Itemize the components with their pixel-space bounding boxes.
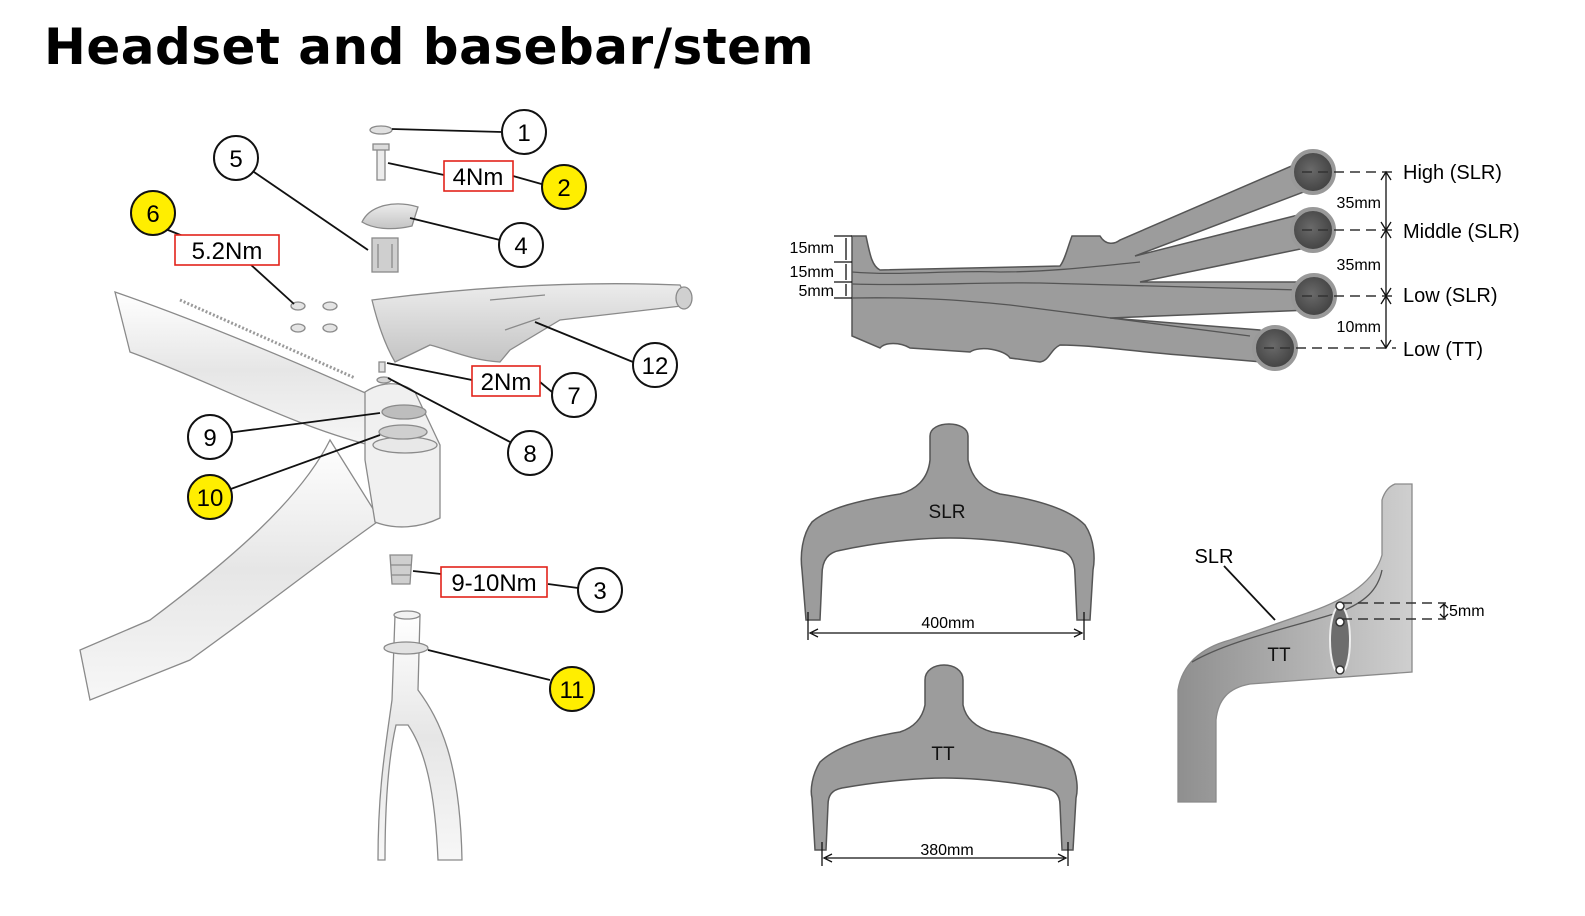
torque-label-part-6: 5.2Nm [174, 234, 280, 266]
callout-8: 8 [507, 430, 553, 476]
svg-text:7: 7 [567, 383, 580, 410]
callout-1: 1 [501, 109, 547, 155]
torque-label-part-7: 2Nm [471, 365, 541, 397]
svg-text:6: 6 [146, 201, 159, 228]
side-detail-label-slr: SLR [1195, 546, 1234, 568]
callout-6: 6 [130, 190, 176, 236]
svg-text:5.2Nm: 5.2Nm [192, 238, 263, 265]
side-detail: 5mm SLR TT [1177, 483, 1485, 803]
part-11-fork [377, 614, 463, 861]
spacing-low-tt: 10mm [1337, 319, 1381, 336]
side-detail-bolt-slot [1329, 605, 1351, 675]
part-7-bolt [378, 361, 386, 373]
level-label-high: High (SLR) [1403, 162, 1502, 184]
side-detail-label-tt: TT [1267, 645, 1291, 666]
part-2-bolt-head [372, 143, 390, 151]
frame-down-tube [79, 438, 381, 701]
svg-text:10: 10 [197, 485, 224, 512]
exploded-view [79, 125, 693, 861]
basebar-tt: TT 380mm [810, 664, 1078, 866]
level-label-low-tt: Low (TT) [1403, 339, 1483, 361]
callout-11: 11 [549, 666, 595, 712]
part-10-spacer [378, 424, 428, 440]
basebar-tt-width: 380mm [920, 842, 973, 859]
callout-7: 7 [551, 372, 597, 418]
svg-text:12: 12 [642, 353, 669, 380]
torque-label-part-2: 4Nm [443, 160, 514, 192]
svg-text:1: 1 [517, 120, 530, 147]
frame-top-tube [114, 290, 383, 449]
svg-text:3: 3 [593, 578, 606, 605]
callout-12: 12 [632, 342, 678, 388]
svg-text:2Nm: 2Nm [481, 369, 532, 396]
callout-10: 10 [187, 474, 233, 520]
part-5-clamp-plate [371, 237, 399, 273]
torque-label-part-3: 9-10Nm [440, 566, 548, 598]
svg-text:9: 9 [203, 425, 216, 452]
part-3-expander [389, 554, 413, 585]
spacing-middle-low: 35mm [1337, 257, 1381, 274]
part-9-bearing [381, 404, 427, 420]
basebar-tt-label: TT [931, 744, 955, 765]
side-detail-offset: 5mm [1449, 603, 1485, 620]
part-4-wedge [361, 203, 419, 230]
svg-text:2: 2 [557, 175, 570, 202]
svg-text:9-10Nm: 9-10Nm [451, 570, 536, 597]
basebar-slr-width: 400mm [921, 615, 974, 632]
svg-text:11: 11 [560, 677, 585, 704]
left-spacing-3: 5mm [798, 283, 834, 300]
left-spacing-2: 15mm [790, 264, 834, 281]
tube-end-low-slr [1291, 273, 1337, 319]
head-tube [364, 383, 441, 528]
callout-2: 2 [541, 164, 587, 210]
svg-text:8: 8 [523, 441, 536, 468]
svg-text:4Nm: 4Nm [453, 164, 504, 191]
part-2-bolt [376, 147, 386, 181]
svg-text:5: 5 [229, 146, 242, 173]
level-label-low-slr: Low (SLR) [1403, 285, 1497, 307]
part-6-bolts [290, 301, 338, 333]
callout-4: 4 [498, 222, 544, 268]
callout-3: 3 [577, 567, 623, 613]
callout-9: 9 [187, 414, 233, 460]
callout-5: 5 [213, 135, 259, 181]
part-12-basebar-stem [371, 283, 691, 363]
part-1-top-cap [369, 125, 393, 135]
left-spacing-1: 15mm [790, 240, 834, 257]
stem-body-profile [851, 157, 1326, 363]
basebar-slr: SLR 400mm [800, 423, 1095, 640]
spacing-high-middle: 35mm [1337, 195, 1381, 212]
basebar-slr-label: SLR [929, 502, 966, 523]
svg-text:4: 4 [514, 233, 527, 260]
level-label-middle: Middle (SLR) [1403, 221, 1520, 243]
stem-positions-diagram: High (SLR) Middle (SLR) Low (SLR) Low (T… [790, 149, 1520, 371]
page-title: Headset and basebar/stem [44, 18, 815, 76]
